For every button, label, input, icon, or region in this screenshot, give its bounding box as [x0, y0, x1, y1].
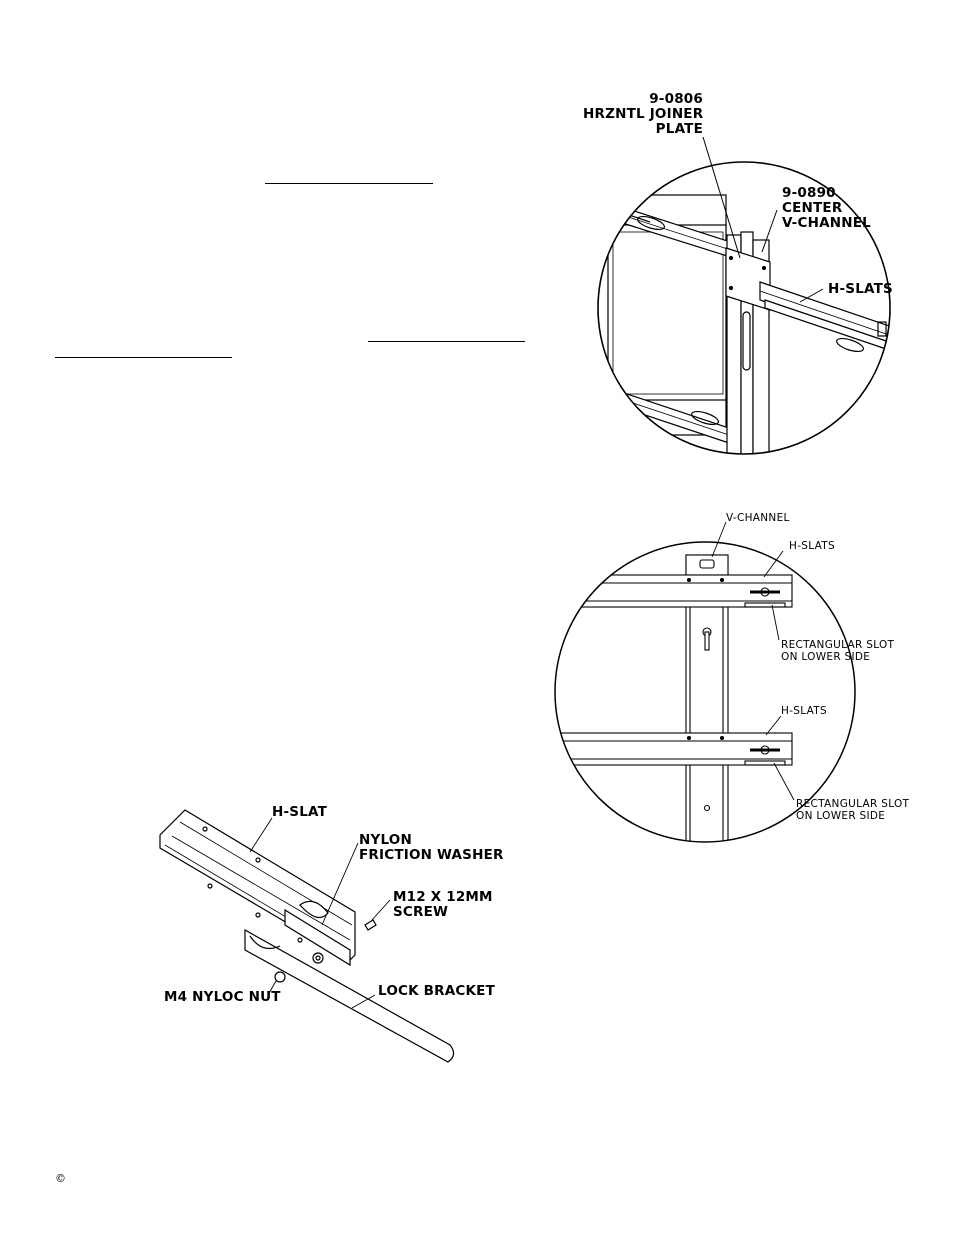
label-joiner-plate: PLATE	[655, 121, 703, 137]
underline-2	[368, 341, 525, 342]
label-washer-2: FRICTION WASHER	[359, 847, 504, 863]
label-slot-top-2: ON LOWER SIDE	[781, 651, 871, 663]
label-vchannel-center: CENTER	[782, 200, 843, 216]
label-joiner-name: HRZNTL JOINER	[583, 106, 704, 122]
label-lock-bracket: LOCK BRACKET	[378, 983, 495, 999]
label-hslats-top: H-SLATS	[789, 540, 835, 552]
label-hslats-bottom: H-SLATS	[781, 705, 827, 717]
label-screw-2: SCREW	[393, 904, 449, 920]
label-slot-bottom-2: ON LOWER SIDE	[796, 810, 886, 822]
copyright-mark: ©	[55, 1172, 66, 1185]
underline-3	[55, 357, 232, 358]
label-nut: M4 NYLOC NUT	[164, 989, 281, 1005]
label-screw-1: M12 X 12MM	[393, 889, 493, 905]
label-vchannel-name: V-CHANNEL	[782, 215, 871, 231]
label-joiner-part: 9-0806	[649, 91, 703, 107]
label-slot-top-1: RECTANGULAR SLOT	[781, 639, 895, 651]
label-vchannel-part: 9-0890	[782, 185, 836, 201]
label-hslats: H-SLATS	[828, 281, 893, 297]
label-hslat: H-SLAT	[272, 804, 328, 820]
label-washer-1: NYLON	[359, 832, 412, 848]
label-vchannel: V-CHANNEL	[726, 512, 790, 524]
label-slot-bottom-1: RECTANGULAR SLOT	[796, 798, 910, 810]
underline-1	[265, 183, 433, 184]
